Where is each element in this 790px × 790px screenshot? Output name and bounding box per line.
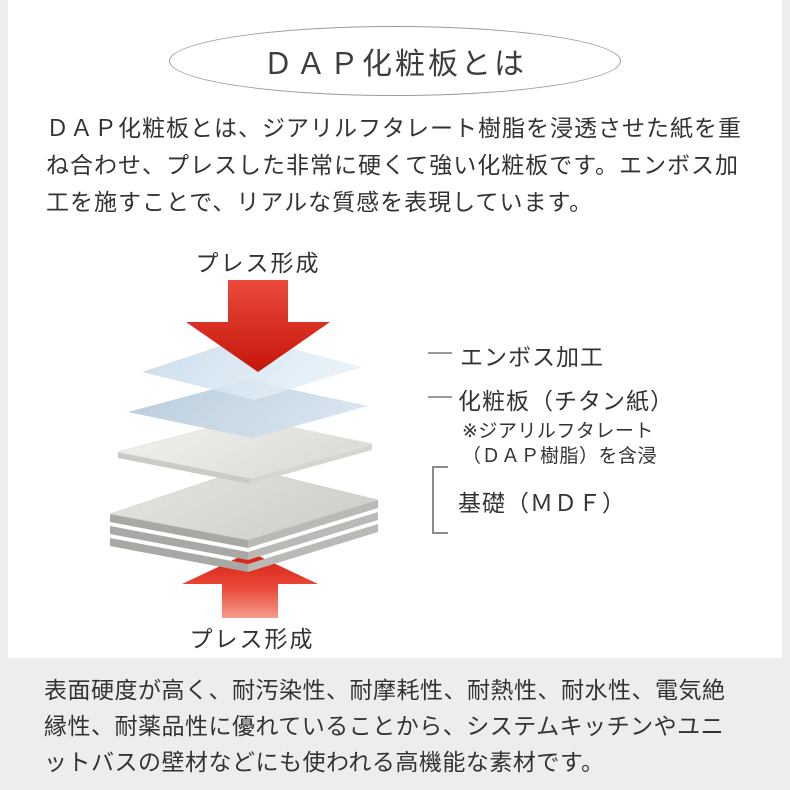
footer-paragraph: 表面硬度が高く、耐汚染性、耐摩耗性、耐熱性、耐水性、電気絶縁性、耐薬品性に優れて… xyxy=(44,677,726,775)
blue-sheet-layer xyxy=(128,380,368,438)
layer-diagram: プレス形成 プレス形成 エンボス加工 化粧板（チタン紙） ※ジアリルフタレート … xyxy=(0,230,790,658)
sheet-note-line2: （ＤＡＰ樹脂）を含浸 xyxy=(462,446,658,467)
sheet-label: 化粧板（チタン紙） xyxy=(458,388,674,414)
emboss-sheet-layer xyxy=(142,337,362,400)
sheet-note-line1: ※ジアリルフタレート xyxy=(462,421,654,442)
mdf-label: 基礎（ＭＤＦ） xyxy=(458,490,626,516)
sheet-pointer-line xyxy=(428,396,452,398)
page-title: ＤＡＰ化粧板とは xyxy=(169,26,621,96)
press-up-arrow-icon xyxy=(182,552,318,618)
emboss-pointer-line xyxy=(428,352,452,354)
layers-illustration xyxy=(109,280,379,618)
press-bottom-label: プレス形成 xyxy=(189,626,315,652)
press-top-label: プレス形成 xyxy=(195,250,321,276)
mdf-stack-layer xyxy=(109,467,379,572)
emboss-label: エンボス加工 xyxy=(460,344,604,370)
intro-paragraph: ＤＡＰ化粧板とは、ジアリルフタレート樹脂を浸透させた紙を重ね合わせ、プレスした非… xyxy=(46,115,742,215)
mdf-bracket xyxy=(432,466,448,534)
press-down-arrow-icon xyxy=(186,280,330,372)
white-sheet-layer xyxy=(117,417,373,484)
